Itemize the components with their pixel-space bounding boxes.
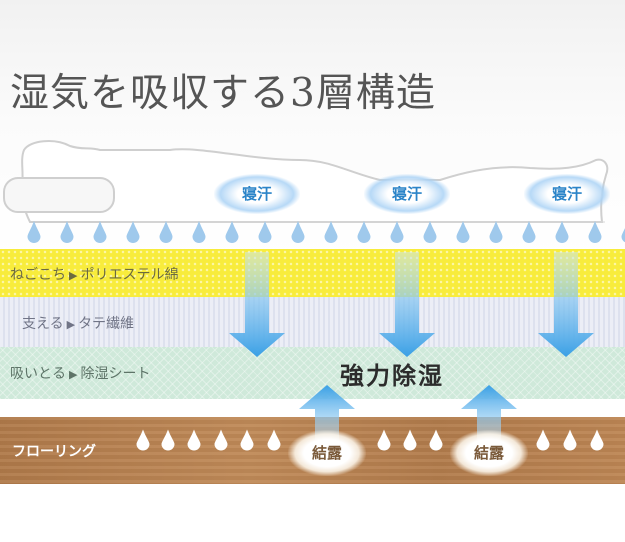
water-drop-icon [126, 221, 140, 244]
condensation-bubble: 結露 [288, 430, 366, 476]
water-drop-icon [27, 221, 41, 244]
layer-role: 支える [22, 316, 64, 332]
water-drop-icon [159, 221, 173, 244]
condensation-drop-icon [136, 429, 150, 451]
water-drop-icon [489, 221, 503, 244]
pillow [3, 177, 115, 213]
condensation-drop-icon [429, 429, 443, 451]
layer-label-comfort: ねごこち▶ポリエステル綿 [10, 264, 178, 284]
sweat-bubble: 寝汗 [214, 174, 300, 214]
water-drop-icon [60, 221, 74, 244]
water-drop-icon [621, 228, 625, 243]
water-drop-icon [588, 221, 602, 244]
down-arrow-icon [229, 252, 285, 357]
water-drop-icon [192, 221, 206, 244]
person-outline [20, 140, 609, 223]
condensation-drop-icon [563, 429, 577, 451]
condensation-drop-icon [377, 429, 391, 451]
water-drop-icon [324, 221, 338, 244]
condensation-drop-icon [267, 429, 281, 451]
sweat-bubble: 寝汗 [364, 174, 450, 214]
condensation-drop-icon [161, 429, 175, 451]
condensation-drop-icon [187, 429, 201, 451]
down-arrow-icon [379, 252, 435, 357]
triangle-icon: ▶ [69, 368, 78, 381]
layer-label-support: 支える▶タテ繊維 [22, 313, 134, 333]
layer-material: 除湿シート [80, 366, 151, 382]
layer-vertical-fiber [0, 297, 625, 347]
up-arrow-icon [461, 385, 517, 440]
layer-dehumidifying-sheet [0, 347, 625, 399]
condensation-drop-icon [403, 429, 417, 451]
condensation-drop-icon [590, 429, 604, 451]
water-drop-icon [522, 221, 536, 244]
water-drop-icon [555, 221, 569, 244]
water-drop-icon [291, 221, 305, 244]
condensation-drop-icon [240, 429, 254, 451]
layer-role: ねごこち [10, 267, 66, 283]
down-arrow-icon [538, 252, 594, 357]
water-drop-icon [93, 221, 107, 244]
layer-material: タテ繊維 [78, 316, 135, 332]
condensation-bubble: 結露 [450, 430, 528, 476]
water-drop-icon [390, 221, 404, 244]
strong-dehumidify-label: 強力除湿 [340, 362, 444, 390]
layer-role: 吸いとる [10, 366, 66, 382]
water-drop-icon [357, 221, 371, 244]
up-arrow-icon [299, 385, 355, 440]
page-title: 湿気を吸収する3層構造 [10, 71, 436, 116]
water-drop-icon [225, 221, 239, 244]
water-drop-icon [456, 221, 470, 244]
triangle-icon: ▶ [66, 318, 76, 331]
water-drop-icon [258, 221, 272, 244]
triangle-icon: ▶ [69, 269, 78, 282]
layer-polyester [0, 249, 625, 297]
condensation-drop-icon [214, 429, 228, 451]
layer-label-absorb: 吸いとる▶除湿シート [10, 363, 150, 383]
flooring-label: フローリング [12, 444, 96, 460]
layer-material: ポリエステル綿 [80, 267, 179, 283]
water-drop-icon [423, 221, 437, 244]
condensation-drop-icon [536, 429, 550, 451]
sweat-bubble: 寝汗 [524, 174, 610, 214]
